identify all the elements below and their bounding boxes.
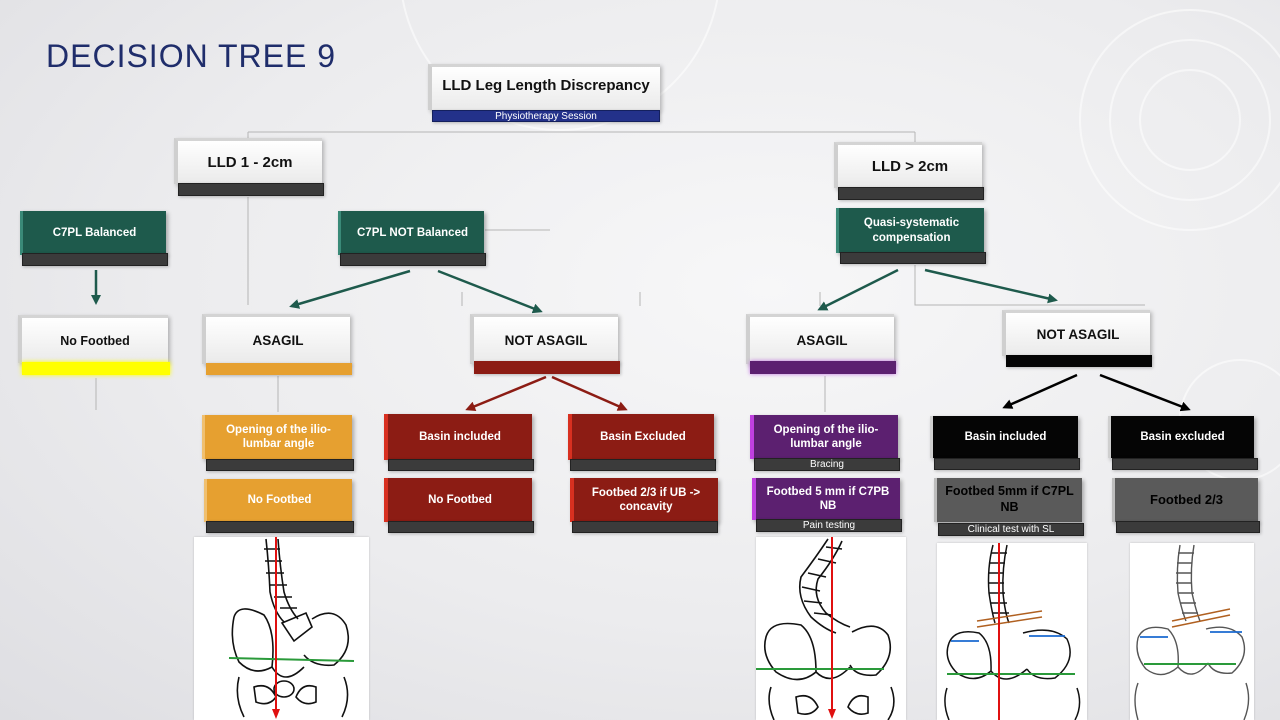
basin-excluded-left-band (570, 459, 716, 471)
root-subtitle-band: Physiotherapy Session (432, 110, 660, 122)
spine-pelvis-illustration-3 (937, 543, 1087, 720)
basin-excluded-left-node: Basin Excluded (568, 414, 714, 460)
clinical-test-band: Clinical test with SL (938, 523, 1084, 536)
pain-testing-label: Pain testing (802, 520, 856, 531)
asagil-left-band (206, 363, 352, 375)
basin-included-left-band (388, 459, 534, 471)
no-footbed-basin-band (388, 521, 534, 533)
bracing-band: Bracing (754, 458, 900, 471)
footbed-5mm-c7pb-label: Footbed 5 mm if C7PB NB (766, 485, 890, 512)
basin-included-left-label: Basin included (419, 430, 501, 443)
clinical-test-label: Clinical test with SL (967, 524, 1055, 535)
not-asagil-right-band (1006, 355, 1152, 367)
right-branch-label: LLD > 2cm (871, 158, 949, 175)
not-asagil-left-label: NOT ASAGIL (504, 333, 588, 348)
opening-ilio-lumbar-right-label: Opening of the ilio-lumbar angle (773, 423, 879, 450)
no-footbed-asagil-node: No Footbed (204, 479, 352, 522)
quasi-systematic-band (840, 252, 986, 264)
left-branch-band (178, 183, 324, 196)
no-footbed-basin-label: No Footbed (428, 493, 492, 506)
bracing-label: Bracing (810, 459, 844, 470)
c7pl-not-balanced-band (340, 253, 486, 266)
opening-ilio-lumbar-left-band (206, 459, 354, 471)
right-branch-band (838, 187, 984, 200)
footbed-two-thirds-ub-node: Footbed 2/3 if UB -> concavity (570, 478, 718, 522)
root-node: LLD Leg Length Discrepancy (428, 64, 660, 110)
no-footbed-balanced-band (22, 362, 170, 375)
spine-pelvis-illustration-1 (194, 537, 369, 720)
root-label: LLD Leg Length Discrepancy (442, 77, 650, 94)
basin-included-right-band (934, 458, 1080, 470)
basin-excluded-right-label: Basin excluded (1140, 430, 1225, 443)
asagil-right-band (750, 361, 896, 374)
root-subtitle: Physiotherapy Session (495, 110, 597, 122)
opening-ilio-lumbar-left-label: Opening of the ilio-lumbar angle (226, 423, 331, 450)
c7pl-balanced-node: C7PL Balanced (20, 211, 166, 255)
footbed-two-thirds-node: Footbed 2/3 (1112, 478, 1258, 522)
opening-ilio-lumbar-left-node: Opening of the ilio-lumbar angle (202, 415, 352, 459)
asagil-left-label: ASAGIL (252, 333, 304, 348)
c7pl-balanced-band (22, 253, 168, 266)
no-footbed-balanced-label: No Footbed (60, 333, 130, 348)
basin-included-right-label: Basin included (964, 430, 1047, 443)
no-footbed-asagil-label: No Footbed (247, 494, 312, 507)
footbed-two-thirds-band (1116, 521, 1260, 533)
spine-pelvis-illustration-4 (1130, 543, 1254, 720)
not-asagil-right-node: NOT ASAGIL (1002, 310, 1150, 356)
footbed-5mm-c7pb-node: Footbed 5 mm if C7PB NB (752, 478, 900, 520)
right-branch-node: LLD > 2cm (834, 142, 982, 188)
basin-excluded-right-band (1112, 458, 1258, 470)
asagil-left-node: ASAGIL (202, 314, 350, 364)
footbed-5mm-c7pl-label: Footbed 5mm if C7PL NB (945, 484, 1074, 514)
basin-included-left-node: Basin included (384, 414, 532, 460)
c7pl-not-balanced-node: C7PL NOT Balanced (338, 211, 484, 255)
footbed-two-thirds-ub-band (572, 521, 718, 533)
spine-pelvis-illustration-2 (756, 537, 906, 720)
page-title: DECISION TREE 9 (46, 38, 337, 74)
basin-excluded-right-node: Basin excluded (1108, 416, 1254, 458)
c7pl-balanced-label: C7PL Balanced (52, 226, 137, 239)
footbed-two-thirds-label: Footbed 2/3 (1150, 491, 1223, 507)
footbed-two-thirds-ub-label: Footbed 2/3 if UB -> concavity (591, 486, 701, 513)
basin-excluded-left-label: Basin Excluded (600, 430, 686, 443)
basin-included-right-node: Basin included (930, 416, 1078, 458)
no-footbed-basin-node: No Footbed (384, 478, 532, 522)
footbed-5mm-c7pl-node: Footbed 5mm if C7PL NB (934, 478, 1082, 522)
pain-testing-band: Pain testing (756, 519, 902, 532)
not-asagil-left-node: NOT ASAGIL (470, 314, 618, 364)
no-footbed-asagil-band (206, 521, 354, 533)
not-asagil-left-band (474, 361, 620, 374)
asagil-right-node: ASAGIL (746, 314, 894, 364)
quasi-systematic-node: Quasi-systematic compensation (836, 208, 984, 253)
quasi-systematic-label: Quasi-systematic compensation (863, 217, 960, 244)
not-asagil-right-label: NOT ASAGIL (1036, 327, 1120, 342)
no-footbed-balanced-node: No Footbed (18, 315, 168, 363)
asagil-right-label: ASAGIL (796, 333, 848, 348)
opening-ilio-lumbar-right-node: Opening of the ilio-lumbar angle (750, 415, 898, 459)
left-branch-label: LLD 1 - 2cm (207, 154, 293, 171)
left-branch-node: LLD 1 - 2cm (174, 138, 322, 184)
c7pl-not-balanced-label: C7PL NOT Balanced (357, 226, 468, 239)
